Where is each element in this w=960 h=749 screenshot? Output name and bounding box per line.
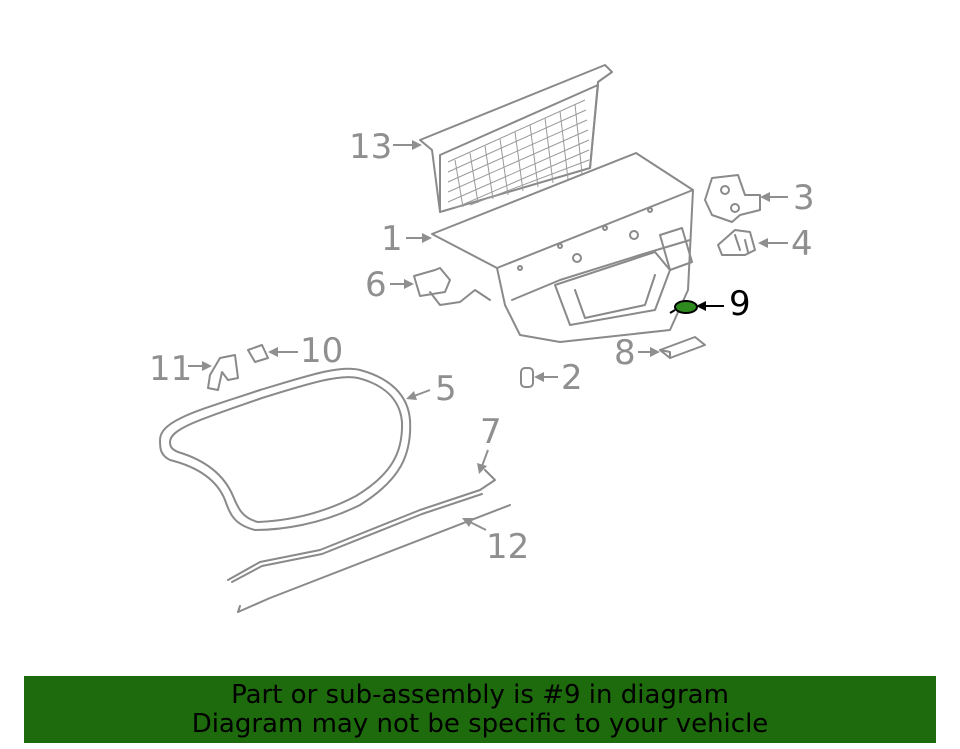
callout-10: 10 [300,331,343,371]
info-banner: Part or sub-assembly is #9 in diagram Di… [24,676,936,743]
banner-line-part: Part or sub-assembly is #9 in diagram [231,680,729,710]
part-1-trunk-lid[interactable] [431,152,694,343]
callout-11: 11 [149,349,192,389]
part-3-latch[interactable] [704,174,761,223]
part-4-striker[interactable] [717,229,756,256]
parts-diagram: 13 1 3 4 6 9 8 2 10 11 5 7 12 [149,64,815,613]
part-8-lamp[interactable] [659,336,706,359]
callout-5: 5 [435,369,457,409]
leader-11 [188,361,212,371]
leader-3 [760,192,788,202]
part-12-rod[interactable] [237,504,511,613]
part-11-bracket[interactable] [207,354,239,391]
part-7-cable[interactable] [227,469,496,583]
callout-8: 8 [614,333,636,373]
part-10-clip[interactable] [247,344,269,363]
leader-9 [696,301,724,311]
callout-9: 9 [729,284,751,324]
leader-5 [406,389,431,400]
leader-1 [406,233,432,243]
callout-7: 7 [480,412,502,452]
leader-7 [477,449,489,474]
leader-10 [268,347,298,357]
part-6-actuator[interactable] [413,267,491,306]
callout-2: 2 [561,358,583,398]
callout-6: 6 [365,265,387,305]
leader-12 [462,518,487,531]
callout-12: 12 [486,527,529,567]
callout-3: 3 [793,178,815,218]
leader-6 [390,279,414,289]
part-9-highlighted[interactable] [669,300,698,314]
leader-8 [638,347,660,357]
callout-4: 4 [791,224,813,264]
leader-2 [534,372,558,382]
callout-13: 13 [349,127,392,167]
leader-13 [393,140,422,150]
part-13-cargo-net[interactable] [419,64,613,213]
banner-line-disclaimer: Diagram may not be specific to your vehi… [191,709,769,739]
part-5-weatherstrip[interactable] [159,367,412,531]
callout-1: 1 [381,219,403,259]
part-2-bumper[interactable] [520,367,534,388]
leader-4 [758,238,788,248]
